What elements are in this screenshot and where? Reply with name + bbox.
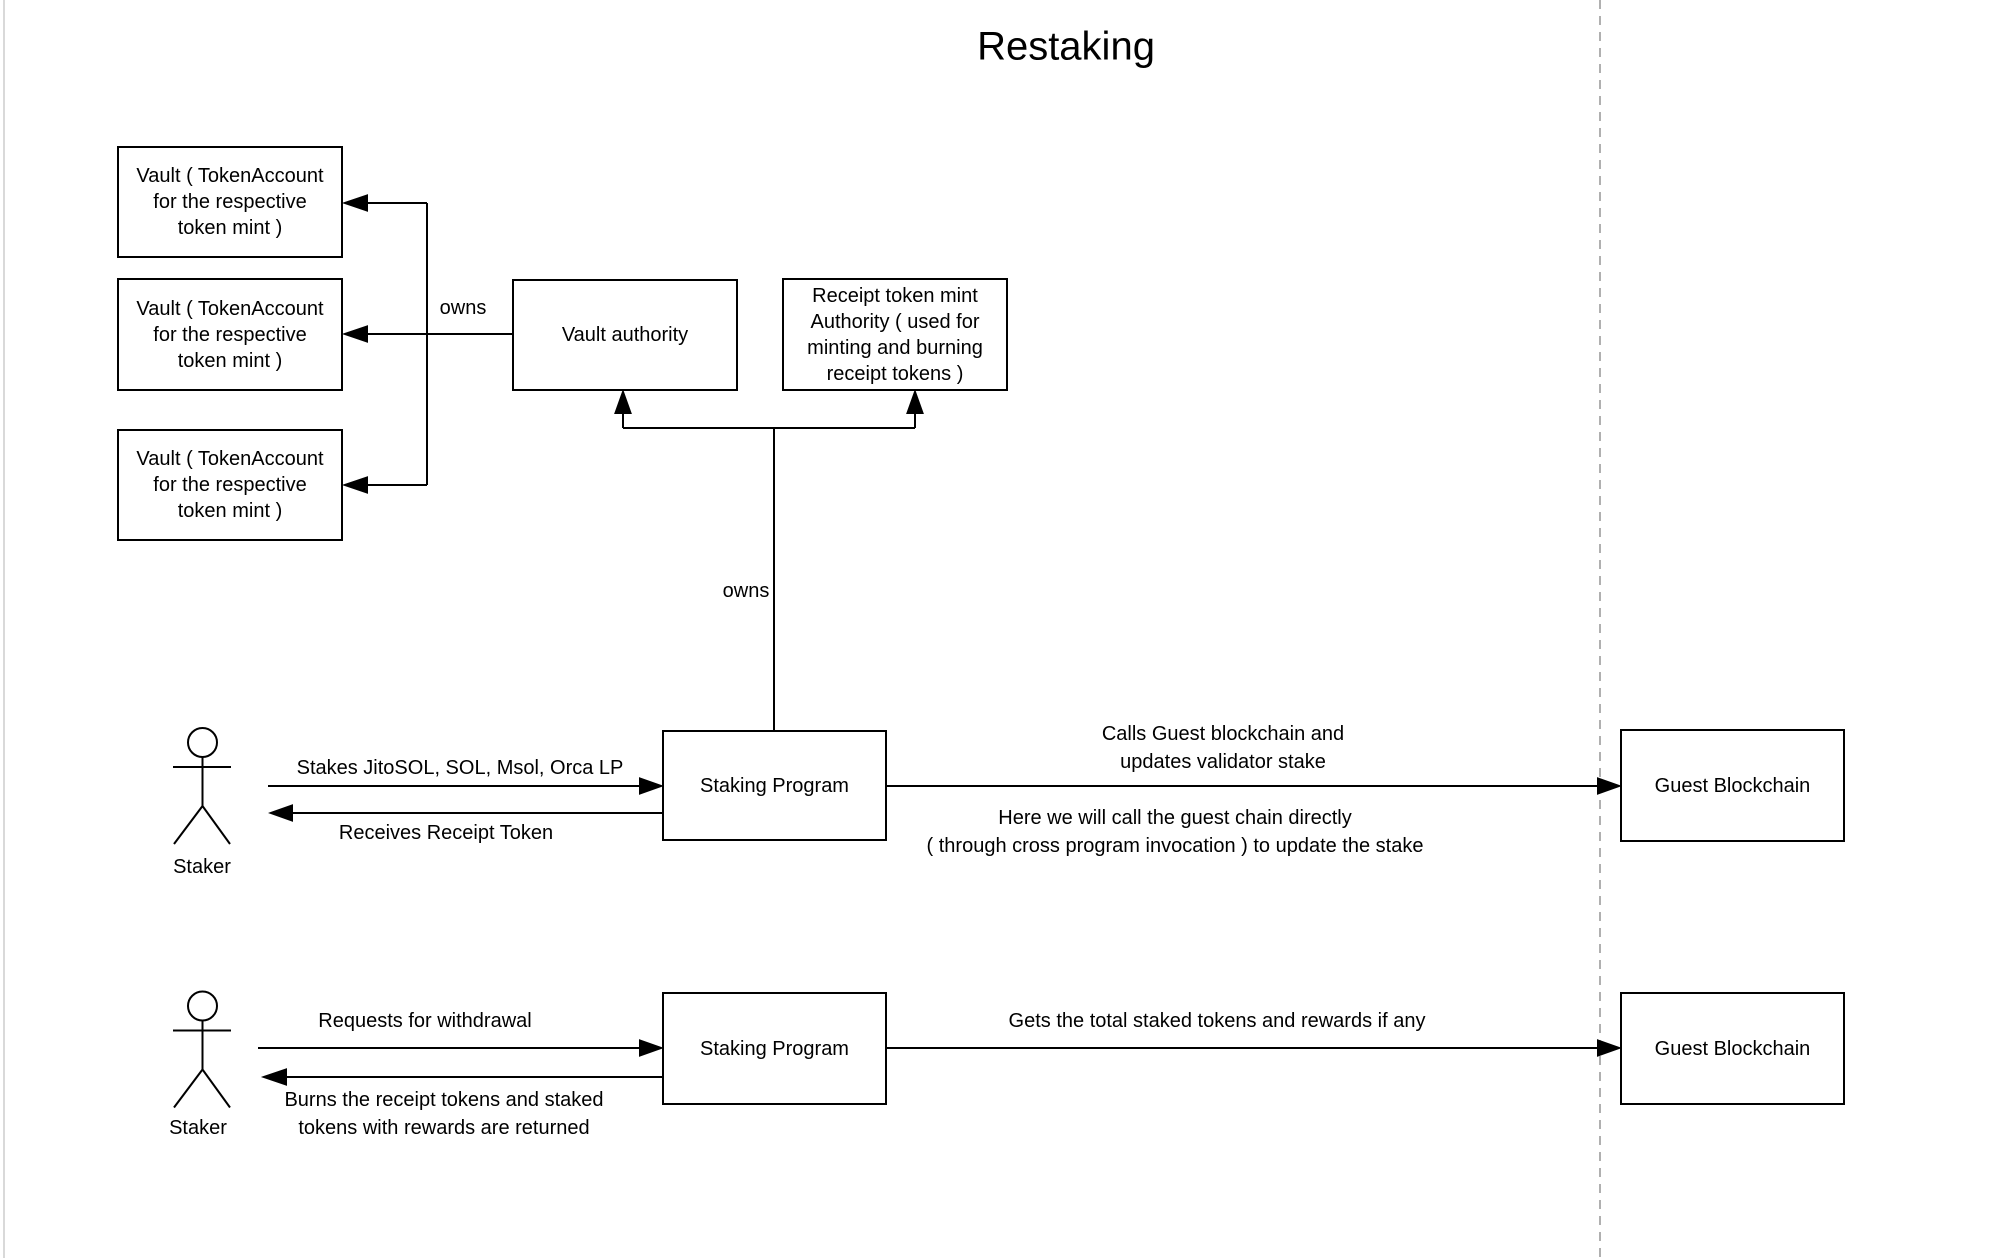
edge-receives bbox=[268, 804, 662, 822]
diagram-title: Restaking bbox=[977, 24, 1155, 69]
node-guest-blockchain-1: Guest Blockchain bbox=[1620, 729, 1845, 842]
node-vault-3-line3: token mint ) bbox=[177, 500, 283, 522]
node-vault-authority: Vault authority bbox=[512, 279, 738, 391]
node-vault-2: Vault ( TokenAccount for the respective … bbox=[117, 278, 343, 391]
node-vault-2-line2: for the respective bbox=[153, 323, 307, 346]
edge-label-calls-line2: updates validator stake bbox=[1120, 751, 1326, 773]
node-vault-1: Vault ( TokenAccount for the respective … bbox=[117, 146, 343, 258]
edge-label-burns-line2: tokens with rewards are returned bbox=[298, 1117, 590, 1139]
edge-label-burns: Burns the receipt tokens and staked toke… bbox=[282, 1086, 606, 1142]
edge-requests bbox=[258, 1039, 664, 1057]
node-guest-blockchain-2-label: Guest Blockchain bbox=[1654, 1037, 1811, 1060]
staker-2-figure bbox=[173, 990, 231, 1109]
node-vault-2-line3: token mint ) bbox=[177, 349, 283, 372]
node-staking-program-1-label: Staking Program bbox=[700, 774, 849, 797]
edge-label-owns-authorities: owns bbox=[720, 577, 772, 605]
edge-owns-authorities bbox=[614, 389, 924, 730]
node-receipt-line2: Authority ( used for bbox=[810, 310, 980, 333]
edge-label-cpi-note-line2: ( through cross program invocation ) to … bbox=[926, 835, 1424, 857]
edge-gets bbox=[887, 1039, 1622, 1057]
node-guest-blockchain-1-label: Guest Blockchain bbox=[1654, 774, 1811, 797]
node-vault-3: Vault ( TokenAccount for the respective … bbox=[117, 429, 343, 541]
node-guest-blockchain-2: Guest Blockchain bbox=[1620, 992, 1845, 1105]
edge-label-cpi-note: Here we will call the guest chain direct… bbox=[924, 804, 1426, 860]
node-vault-2-line1: Vault ( TokenAccount bbox=[136, 297, 324, 320]
edge-label-receives: Receives Receipt Token bbox=[336, 819, 556, 847]
edge-burns bbox=[260, 1068, 662, 1086]
node-receipt-line1: Receipt token mint bbox=[812, 284, 978, 307]
node-receipt-mint-authority: Receipt token mint Authority ( used for … bbox=[782, 278, 1008, 391]
edge-label-owns-vaults: owns bbox=[437, 294, 489, 322]
node-vault-3-line2: for the respective bbox=[153, 474, 307, 496]
edge-stakes bbox=[268, 777, 664, 795]
node-staking-program-2: Staking Program bbox=[662, 992, 887, 1105]
node-staking-program-1: Staking Program bbox=[662, 730, 887, 841]
edge-owns-vaults bbox=[341, 194, 512, 494]
staker-1-figure bbox=[173, 727, 231, 845]
node-vault-authority-label: Vault authority bbox=[561, 324, 689, 346]
edge-label-calls: Calls Guest blockchain and updates valid… bbox=[1099, 720, 1347, 776]
node-receipt-line3: minting and burning bbox=[807, 336, 983, 359]
edge-label-calls-line1: Calls Guest blockchain and bbox=[1101, 723, 1345, 745]
node-vault-1-line3: token mint ) bbox=[177, 217, 283, 239]
node-vault-1-line2: for the respective bbox=[153, 191, 307, 213]
edge-label-stakes: Stakes JitoSOL, SOL, Msol, Orca LP bbox=[294, 754, 626, 782]
node-staking-program-2-label: Staking Program bbox=[700, 1037, 849, 1060]
edge-label-gets: Gets the total staked tokens and rewards… bbox=[1006, 1007, 1428, 1035]
edge-label-cpi-note-line1: Here we will call the guest chain direct… bbox=[998, 807, 1352, 829]
staker-2-label: Staker bbox=[167, 1114, 229, 1142]
node-vault-3-line1: Vault ( TokenAccount bbox=[136, 448, 324, 470]
staker-1-label: Staker bbox=[171, 853, 233, 881]
edge-label-burns-line1: Burns the receipt tokens and staked bbox=[284, 1089, 604, 1111]
edge-label-requests: Requests for withdrawal bbox=[316, 1007, 534, 1035]
node-vault-1-line1: Vault ( TokenAccount bbox=[136, 165, 324, 187]
edge-calls-guest bbox=[887, 777, 1622, 795]
node-receipt-line4: receipt tokens ) bbox=[826, 362, 964, 385]
